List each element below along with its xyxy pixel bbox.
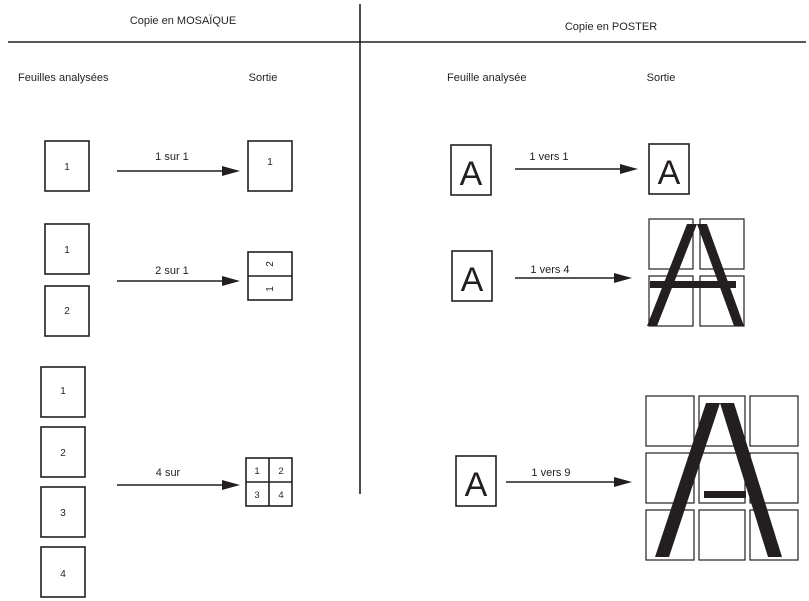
poster-output-header: Sortie (647, 72, 676, 84)
poster-arrow-label: 1 vers 1 (529, 151, 568, 163)
input-letter: A (465, 466, 488, 504)
letter-stroke (697, 224, 744, 326)
output-letter: A (658, 154, 681, 192)
sheet-number: 2 (60, 448, 66, 459)
mosaic-output-header: Sortie (249, 72, 278, 84)
mosaic-row-2: 1 2 2 sur 1 2 1 (44, 223, 293, 337)
poster-row-1: A 1 vers 1 A (450, 143, 690, 196)
letter-crossbar (650, 281, 736, 288)
letter-stroke (647, 224, 697, 326)
output-sheet (648, 143, 690, 195)
sheet-number: 1 (64, 162, 70, 173)
arrow-head (222, 276, 240, 286)
poster-input-header: Feuille analysée (447, 72, 527, 84)
poster-tile (749, 395, 799, 447)
output-number: 3 (254, 490, 259, 501)
poster-output-3x3 (645, 395, 799, 561)
input-sheet (450, 144, 492, 196)
input-sheet (44, 223, 90, 275)
sheet-number: 2 (64, 306, 70, 317)
letter-crossbar (704, 491, 746, 498)
poster-row-2: A 1 vers 4 (451, 218, 745, 327)
input-letter: A (461, 261, 484, 299)
arrow-head (222, 480, 240, 490)
poster-arrow-label: 1 vers 9 (531, 467, 570, 479)
sheet-number: 1 (60, 386, 66, 397)
sheet-number: 4 (60, 569, 66, 580)
letter-stroke (720, 403, 782, 557)
poster-arrow-label: 1 vers 4 (530, 264, 569, 276)
arrow-head (620, 164, 638, 174)
input-sheet (44, 285, 90, 337)
mosaic-arrow-label: 1 sur 1 (155, 151, 189, 163)
output-number: 1 (254, 466, 259, 477)
mosaic-arrow-label: 2 sur 1 (155, 265, 189, 277)
arrow-head (614, 477, 632, 487)
input-sheet (44, 140, 90, 192)
mosaic-input-header: Feuilles analysées (18, 72, 109, 84)
output-number: 1 (267, 157, 273, 168)
output-number: 1 (265, 286, 276, 292)
sheet-number: 3 (60, 508, 66, 519)
mosaic-row-1: 1 1 sur 1 1 (44, 140, 293, 192)
poster-output-2x2 (647, 218, 745, 327)
output-sheet (247, 140, 293, 192)
poster-tile (698, 509, 746, 561)
mosaic-arrow-label: 4 sur (156, 467, 181, 479)
input-sheet (40, 426, 86, 478)
input-letter: A (460, 155, 483, 193)
input-sheet (40, 546, 86, 598)
letter-stroke (655, 403, 720, 557)
output-number: 2 (278, 466, 283, 477)
poster-row-3: A 1 vers 9 (455, 395, 799, 561)
arrow-head (222, 166, 240, 176)
mosaic-row-3: 1 2 3 4 4 sur 1 2 3 4 (40, 366, 293, 598)
input-sheet (451, 250, 493, 302)
poster-tile (645, 395, 695, 447)
arrow-head (614, 273, 632, 283)
input-sheet (40, 366, 86, 418)
input-sheet (40, 486, 86, 538)
output-number: 4 (278, 490, 283, 501)
mosaic-title: Copie en MOSAÏQUE (130, 15, 236, 27)
input-sheet (455, 455, 497, 507)
poster-title: Copie en POSTER (565, 21, 657, 33)
output-number: 2 (265, 261, 276, 267)
sheet-number: 1 (64, 245, 70, 256)
